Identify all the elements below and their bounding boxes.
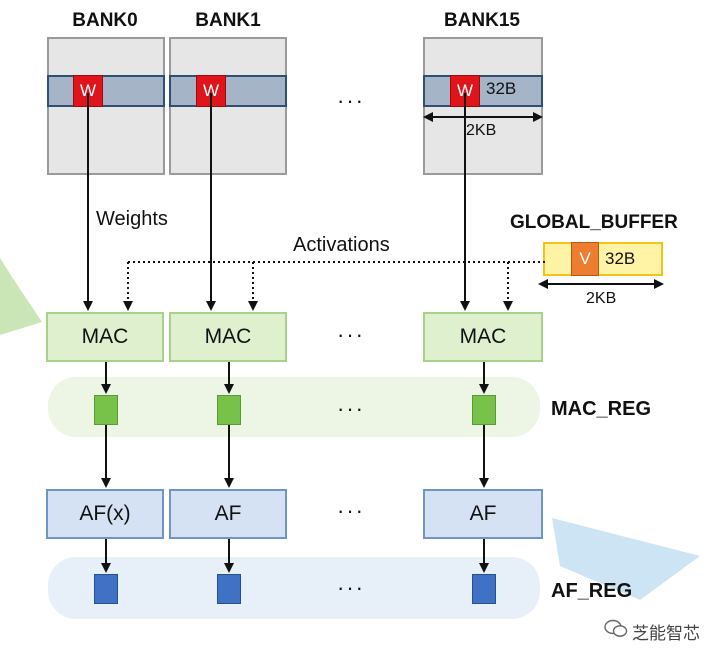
global-buffer-title: GLOBAL_BUFFER xyxy=(510,212,678,233)
bank15-title: BANK15 xyxy=(443,10,521,31)
mac-unit-15: MAC xyxy=(423,312,543,362)
bank15-width-label: 2KB xyxy=(466,122,497,139)
bank-ellipsis: ··· xyxy=(337,88,365,113)
mac-reg-cell-0 xyxy=(94,395,118,425)
global-buffer xyxy=(543,242,663,276)
bank1-title: BANK1 xyxy=(195,10,261,31)
global-buffer-width-label: 2KB xyxy=(586,290,617,307)
af-reg-label: AF_REG xyxy=(551,580,633,602)
af-unit-1: AF xyxy=(169,489,287,539)
bank1-row xyxy=(169,75,287,107)
af-ellipsis: ··· xyxy=(337,498,365,523)
activations-label: Activations xyxy=(293,234,390,256)
bank15-row xyxy=(423,75,543,107)
bank0-row xyxy=(47,75,165,107)
bank15-size-label: 32B xyxy=(486,79,517,98)
af-unit-15: AF xyxy=(423,489,543,539)
af-reg-cell-1 xyxy=(217,574,241,604)
global-buffer-size-label: 32B xyxy=(605,249,636,268)
af-reg-cell-0 xyxy=(94,574,118,604)
wechat-icon xyxy=(604,619,628,639)
bank0-title: BANK0 xyxy=(72,10,138,31)
mac-ellipsis: ··· xyxy=(337,322,365,347)
bank0-weight-cell: W xyxy=(73,75,103,107)
mac-reg-cell-1 xyxy=(217,395,241,425)
af-unit-0: AF(x) xyxy=(46,489,164,539)
mac-reg-cell-15 xyxy=(472,395,496,425)
weights-label: Weights xyxy=(96,208,168,230)
mac-unit-0: MAC xyxy=(46,312,164,362)
af-reg-ellipsis: ··· xyxy=(337,575,365,600)
mac-reg-band xyxy=(48,377,540,437)
bank15-weight-cell: W xyxy=(450,75,480,107)
af-reg-band xyxy=(48,557,540,619)
mac-reg-ellipsis: ··· xyxy=(337,396,365,421)
mac-unit-1: MAC xyxy=(169,312,287,362)
af-reg-cell-15 xyxy=(472,574,496,604)
watermark-text: 芝能智芯 xyxy=(632,624,700,643)
global-buffer-cell: V xyxy=(571,242,599,276)
mac-reg-label: MAC_REG xyxy=(551,398,652,420)
